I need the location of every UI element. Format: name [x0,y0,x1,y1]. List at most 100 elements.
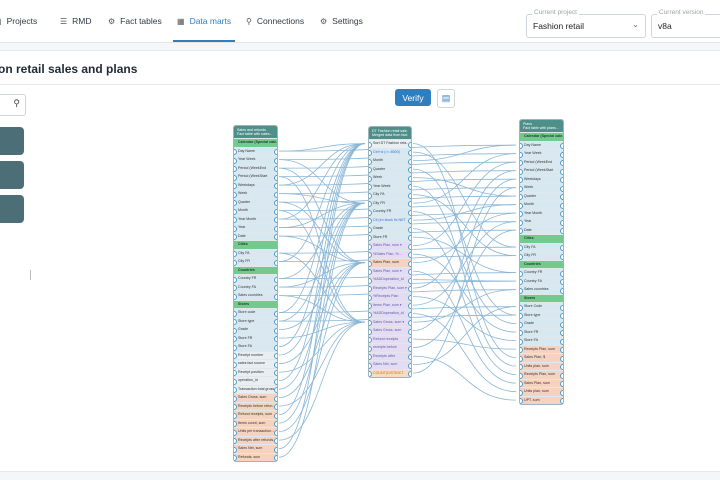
connection-port-icon[interactable] [520,389,523,396]
node-field-row[interactable]: Grade [234,325,277,334]
connection-port-icon[interactable] [408,277,411,284]
connection-port-icon[interactable] [520,355,523,362]
connection-port-icon[interactable] [520,287,523,294]
connection-port-icon[interactable] [560,185,563,192]
node-field-row[interactable]: Store FA [520,336,563,345]
node-field-row[interactable]: Refund receipts [369,334,411,344]
connection-port-icon[interactable] [274,200,277,207]
node-field-row[interactable]: Year [234,223,277,232]
node-field-row[interactable]: Period (WeekStart [234,172,277,181]
connection-port-icon[interactable] [274,310,277,317]
connection-port-icon[interactable] [408,175,411,182]
connection-port-icon[interactable] [234,174,237,181]
connection-port-icon[interactable] [560,321,563,328]
node-field-row[interactable]: Week [234,189,277,198]
node-field-row[interactable]: City FA [369,190,411,199]
connection-port-icon[interactable] [408,286,411,293]
node-field-row[interactable]: City FR [234,257,277,266]
node-field-row[interactable]: Year Week [234,155,277,164]
connection-port-icon[interactable] [274,276,277,283]
node-field-row[interactable]: Receipts Plan, sum ▾ [369,283,411,293]
connection-port-icon[interactable] [408,167,411,174]
connection-port-icon[interactable] [560,194,563,201]
node-group-header[interactable]: Cities [520,234,563,243]
connection-port-icon[interactable] [408,320,411,327]
node-field-row[interactable]: Refund receipts, sum [234,410,277,419]
node-field-row[interactable]: Period (WeekStart [520,166,563,175]
connection-port-icon[interactable] [369,209,372,216]
connection-port-icon[interactable] [234,191,237,198]
node-field-row[interactable]: Units per transaction... [234,427,277,436]
connection-port-icon[interactable] [274,174,277,181]
connection-port-icon[interactable] [560,355,563,362]
connection-port-icon[interactable] [408,141,411,148]
node-group-header[interactable]: Calendar (Special cale... [234,138,277,147]
connection-port-icon[interactable] [408,150,411,157]
connection-port-icon[interactable] [274,191,277,198]
connection-port-icon[interactable] [274,344,277,351]
node-field-row[interactable]: operation_id [234,376,277,385]
version-select[interactable]: Current version v8a [651,9,720,38]
connection-port-icon[interactable] [234,361,237,368]
connection-port-icon[interactable] [560,338,563,345]
connection-port-icon[interactable] [408,243,411,250]
connection-port-icon[interactable] [408,252,411,259]
node-field-row[interactable]: Year Month [234,214,277,224]
connection-port-icon[interactable] [274,251,277,258]
connection-port-icon[interactable] [274,293,277,300]
node-field-row[interactable]: COUNT(DISTINCT [369,368,411,378]
connection-port-icon[interactable] [560,168,563,175]
connection-port-icon[interactable] [274,234,277,241]
connection-port-icon[interactable] [234,157,237,164]
node-field-row[interactable]: Sales Gross, sum [234,393,277,402]
connection-port-icon[interactable] [560,253,563,260]
node-field-row[interactable]: Country FR [234,274,277,283]
node-field-row[interactable]: Sales countries [234,291,277,300]
connection-port-icon[interactable] [234,429,237,436]
connection-port-icon[interactable] [234,412,237,419]
node-field-row[interactable]: %Receipts Plan [369,292,411,301]
node-field-row[interactable]: UPT, sum [520,395,563,405]
connection-port-icon[interactable] [234,259,237,266]
node-field-row[interactable]: Store Code [520,302,563,311]
connection-port-icon[interactable] [234,378,237,385]
connection-port-icon[interactable] [520,219,523,226]
connection-port-icon[interactable] [560,245,563,252]
connection-port-icon[interactable] [274,157,277,164]
connection-port-icon[interactable] [274,421,277,428]
node-field-row[interactable]: Year Week [369,181,411,191]
connection-port-icon[interactable] [520,398,523,405]
node-field-row[interactable]: Day Name [234,146,277,156]
connection-port-icon[interactable] [274,336,277,343]
node-field-row[interactable]: Weekdays [520,174,563,184]
node-field-row[interactable]: Sales Gross, sum [369,326,411,335]
document-icon[interactable]: ▤ [437,89,455,108]
connection-port-icon[interactable] [560,330,563,337]
connection-port-icon[interactable] [234,344,237,351]
node-field-row[interactable]: Receipt position [234,367,277,377]
node-group-header[interactable]: Stores [234,299,277,309]
node-field-row[interactable]: Country FA [520,276,563,286]
node-field-row[interactable]: Weekdays [234,180,277,190]
connection-port-icon[interactable] [408,362,411,369]
panel-resize-handle[interactable] [30,270,31,280]
connection-port-icon[interactable] [408,184,411,191]
connection-port-icon[interactable] [369,328,372,335]
node-field-row[interactable]: Receipts Plan, sum [520,344,563,354]
node-field-row[interactable]: Sales Net, sum [369,360,411,369]
connection-port-icon[interactable] [274,370,277,377]
node-field-row[interactable]: Month [234,206,277,215]
connection-port-icon[interactable] [369,345,372,352]
connection-port-icon[interactable] [274,166,277,173]
connection-port-icon[interactable] [274,353,277,360]
connection-port-icon[interactable] [369,294,372,301]
node-header[interactable]: DT Fashion retail sale...Merged data fro… [369,127,411,140]
connection-port-icon[interactable] [234,395,237,402]
connection-port-icon[interactable] [369,158,372,165]
node-field-row[interactable]: Year [520,217,563,226]
node-field-row[interactable]: Period (WeekEnd [234,163,277,173]
connection-port-icon[interactable] [560,211,563,218]
node-field-row[interactable]: Sales Plan, sum [369,258,411,267]
sidebar-tile[interactable] [0,127,24,155]
connection-port-icon[interactable] [520,338,523,345]
